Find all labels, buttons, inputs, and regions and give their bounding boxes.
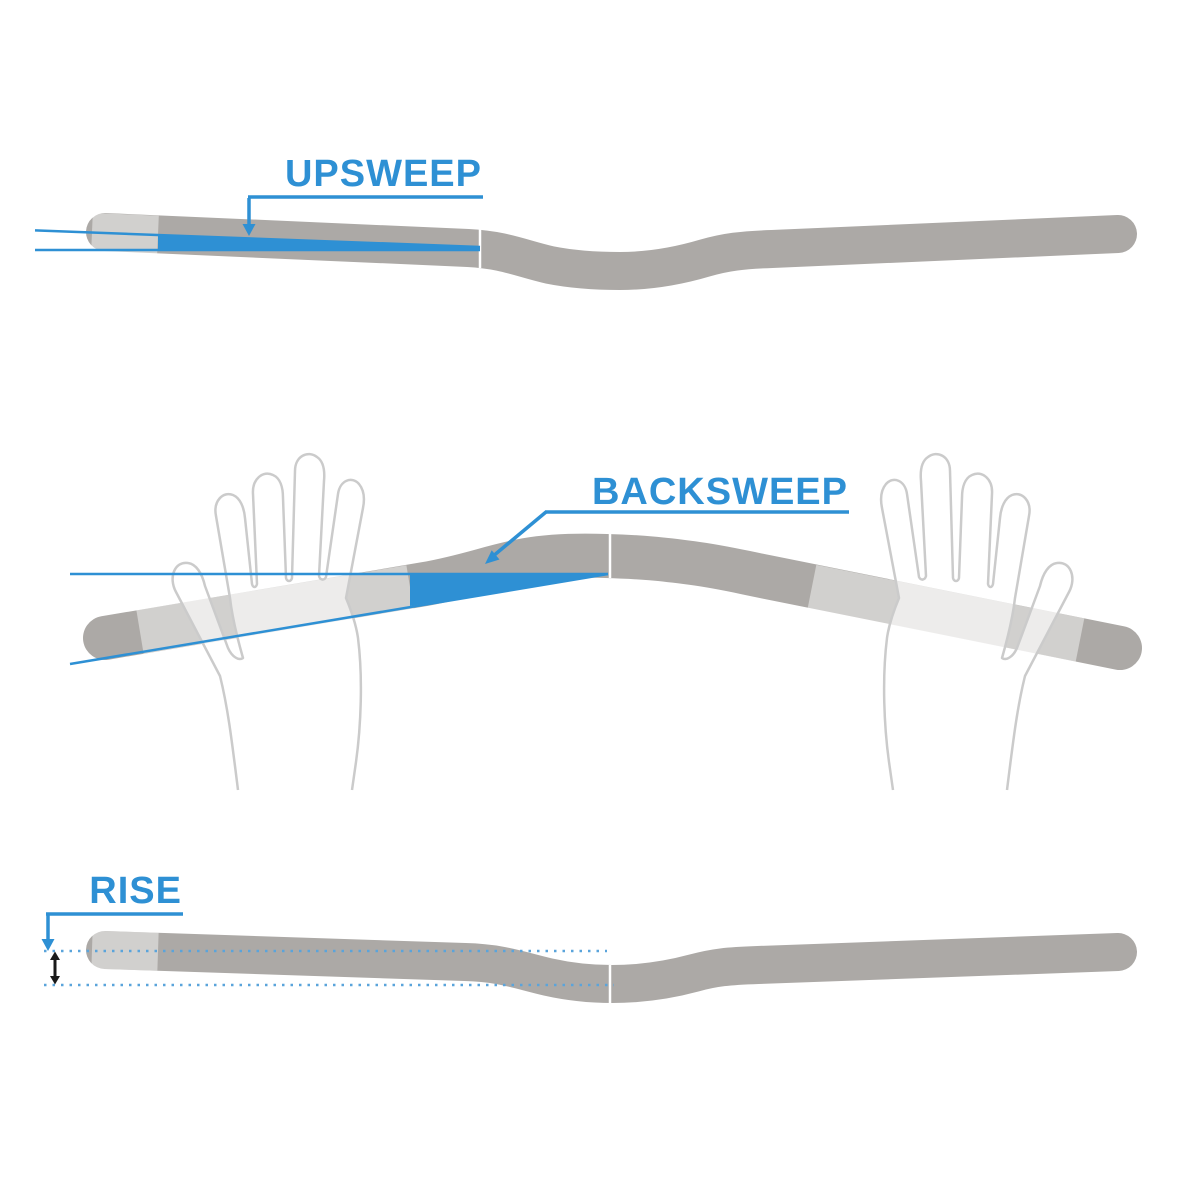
- handlebar-front-view-rise: [86, 931, 1137, 1003]
- upsweep-label: UPSWEEP: [284, 153, 482, 195]
- backsweep-label: BACKSWEEP: [591, 471, 848, 513]
- backsweep-angle-wedge: [410, 574, 608, 606]
- arrow-down-icon: [41, 939, 55, 951]
- arrow-down-icon: [242, 224, 256, 236]
- hand-left-outline: [171, 452, 366, 791]
- upsweep-view: [34, 195, 1137, 290]
- backsweep-reference-line-angled: [69, 572, 609, 666]
- rise-view: [41, 912, 1137, 1003]
- rise-label: RISE: [89, 870, 182, 912]
- backsweep-view: [69, 452, 1142, 792]
- hand-right-outline: [879, 452, 1074, 792]
- arrow-diagonal-icon: [485, 550, 500, 564]
- hand-icon: [171, 452, 366, 791]
- handlebar-front-view: [86, 213, 1137, 290]
- double-headed-arrow-icon: [50, 951, 60, 985]
- backsweep-pointer-line: [490, 510, 548, 559]
- upsweep-angle-wedge: [158, 235, 480, 250]
- handlebar-top-view: [83, 533, 1142, 670]
